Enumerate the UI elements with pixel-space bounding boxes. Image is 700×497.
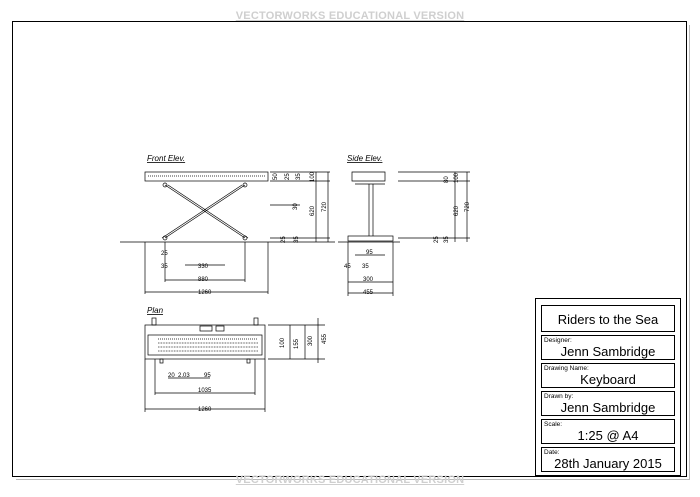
dim-label: 720 xyxy=(465,201,471,212)
drawn-by-value: Jenn Sambridge xyxy=(560,400,656,415)
dim-label: 50 xyxy=(273,173,279,180)
drawing-name-label: Drawing Name: xyxy=(544,365,589,372)
keyboard-front-body xyxy=(144,171,269,182)
front-elevation-label: Front Elev. xyxy=(147,154,185,163)
dim-label: 2.03 xyxy=(178,373,190,379)
keyboard-plan-body xyxy=(144,324,266,360)
front-elevation xyxy=(120,171,335,294)
dim-label: 45 xyxy=(344,264,351,270)
dim-label: 455 xyxy=(322,333,328,344)
dim-label: 330 xyxy=(198,264,209,270)
dim-label: 25 xyxy=(285,173,291,180)
title-block-project: Riders to the Sea xyxy=(541,305,675,332)
scale-value: 1:25 @ A4 xyxy=(577,428,639,443)
dim-label: 95 xyxy=(204,373,211,379)
designer-label: Designer: xyxy=(544,337,572,344)
dim-label: 300 xyxy=(363,277,374,283)
dim-label: 155 xyxy=(294,338,300,349)
stand-leg-2 xyxy=(164,184,246,239)
watermark-top: VECTORWORKS EDUCATIONAL VERSION xyxy=(235,10,465,22)
keyboard-side-body xyxy=(351,171,386,182)
drawing-name-value: Keyboard xyxy=(580,372,636,387)
title-block-designer: Designer: Jenn Sambridge xyxy=(541,335,675,360)
dim-label: 25 xyxy=(281,236,287,243)
dim-label: 35 xyxy=(362,264,369,270)
dim-label: 1260 xyxy=(198,290,212,296)
scale-label: Scale: xyxy=(544,421,563,428)
dim-label: 35 xyxy=(161,264,168,270)
plan-label: Plan xyxy=(147,306,164,315)
dim-label: 880 xyxy=(198,277,209,283)
dim-label: 455 xyxy=(363,290,374,296)
date-value: 28th January 2015 xyxy=(554,456,662,471)
dim-label: 35 xyxy=(296,173,302,180)
title-block-scale: Scale: 1:25 @ A4 xyxy=(541,419,675,444)
title-block-drawing-name: Drawing Name: Keyboard xyxy=(541,363,675,388)
dim-label: 30 xyxy=(293,203,299,210)
dim-label: 80 xyxy=(444,176,450,183)
date-label: Date: xyxy=(544,449,560,456)
watermark-bottom: VECTORWORKS EDUCATIONAL VERSION xyxy=(235,474,465,486)
dim-label: 25 xyxy=(161,251,168,257)
plan-view xyxy=(144,317,325,412)
side-elevation xyxy=(338,171,470,296)
dim-label: 720 xyxy=(322,201,328,212)
drawn-by-label: Drawn by: xyxy=(544,393,574,400)
dim-label: 300 xyxy=(308,335,314,346)
dim-label: 620 xyxy=(454,205,460,216)
dim-label: 35 xyxy=(444,236,450,243)
designer-value: Jenn Sambridge xyxy=(560,344,656,359)
project-title: Riders to the Sea xyxy=(557,312,659,327)
dim-label: 25 xyxy=(434,236,440,243)
dim-label: 95 xyxy=(366,250,373,256)
dim-label: 100 xyxy=(454,172,460,183)
dim-label: 20 xyxy=(168,373,175,379)
title-block-drawn-by: Drawn by: Jenn Sambridge xyxy=(541,391,675,416)
dim-label: 1260 xyxy=(198,407,212,413)
dim-label: 100 xyxy=(280,337,286,348)
dim-label: 100 xyxy=(310,171,316,182)
title-block: Riders to the Sea Designer: Jenn Sambrid… xyxy=(535,298,681,476)
dim-label: 1035 xyxy=(198,388,212,394)
title-block-date: Date: 28th January 2015 xyxy=(541,447,675,472)
dim-label: 35 xyxy=(294,236,300,243)
dim-label: 620 xyxy=(310,205,316,216)
side-elevation-label: Side Elev. xyxy=(347,154,382,163)
